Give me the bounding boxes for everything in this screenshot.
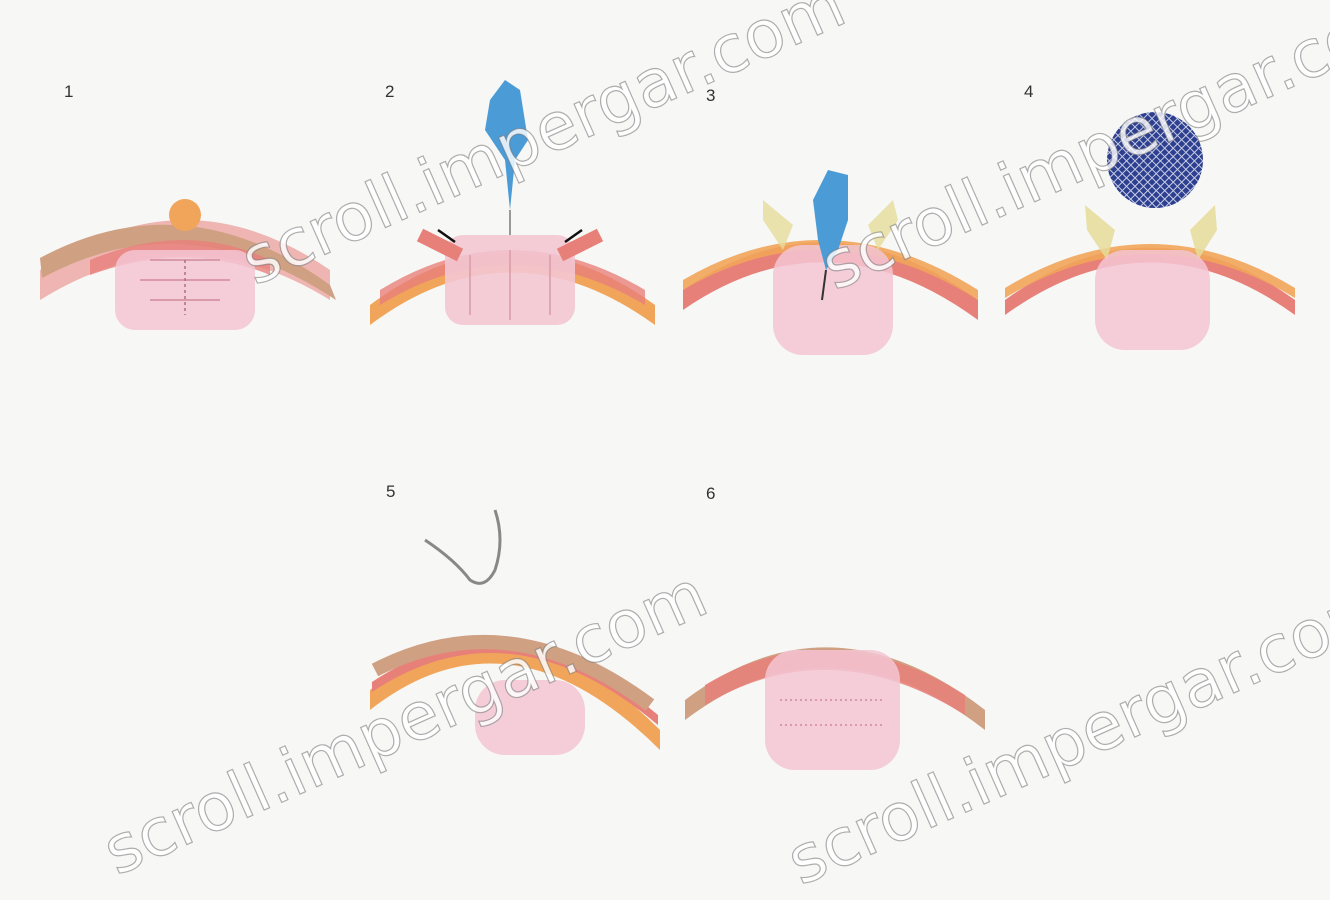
panel-1-illustration bbox=[30, 150, 350, 350]
panel-6-illustration bbox=[680, 590, 990, 810]
panel-5-illustration bbox=[360, 500, 670, 770]
panel-2-illustration bbox=[360, 60, 660, 360]
step-number-3: 3 bbox=[706, 86, 715, 106]
step-number-1: 1 bbox=[64, 82, 73, 102]
step-number-4: 4 bbox=[1024, 82, 1033, 102]
panel-3-illustration bbox=[678, 150, 988, 370]
surgical-steps-diagram: 1 2 3 4 5 6 bbox=[0, 0, 1330, 869]
step-number-6: 6 bbox=[706, 484, 715, 504]
panel-4-illustration bbox=[995, 110, 1305, 370]
step-number-5: 5 bbox=[386, 482, 395, 502]
